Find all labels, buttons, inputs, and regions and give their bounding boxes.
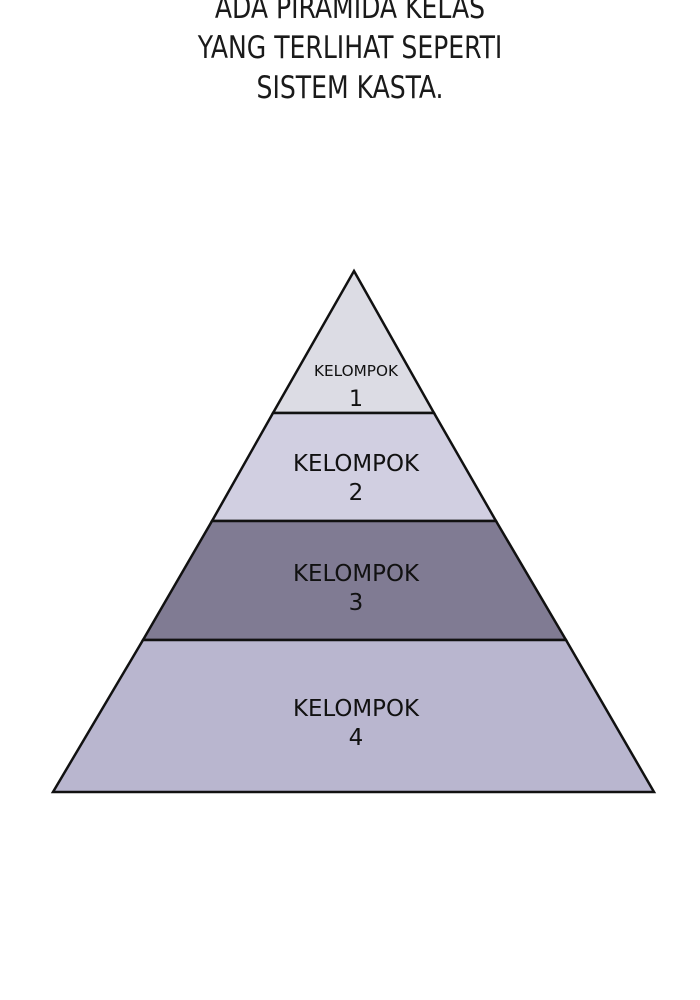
tier-3-number: 3 [349, 590, 364, 616]
caption-line-3: SISTEM KASTA. [256, 70, 444, 106]
caption-line-2: YANG TERLIHAT SEPERTI [197, 30, 503, 66]
caption: ADA PIRAMIDA KELAS YANG TERLIHAT SEPERTI… [0, 0, 700, 108]
tier-3-name: KELOMPOK [293, 561, 420, 587]
tier-1-number: 1 [349, 387, 363, 412]
tier-2-name: KELOMPOK [293, 451, 420, 477]
caption-line-1: ADA PIRAMIDA KELAS [214, 0, 486, 26]
pyramid-tier-4 [50, 638, 657, 794]
tier-1-name: KELOMPOK [314, 362, 399, 380]
tier-2-number: 2 [349, 480, 364, 506]
tier-4-name: KELOMPOK [293, 696, 420, 722]
tier-4-number: 4 [349, 725, 364, 751]
